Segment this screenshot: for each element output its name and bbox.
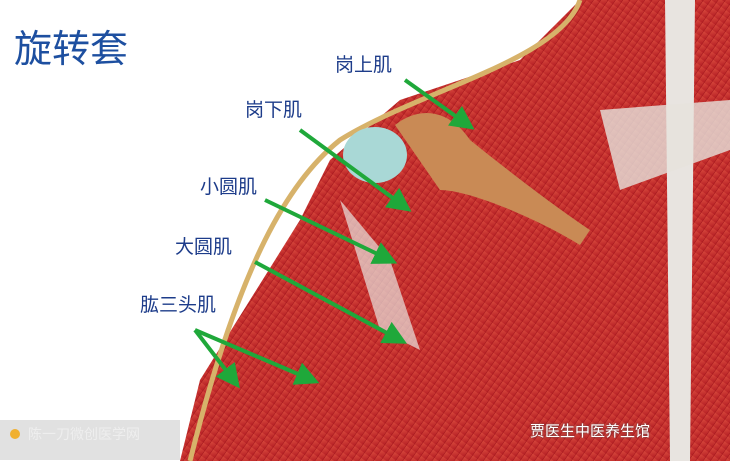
arrow-triceps-2 bbox=[194, 328, 320, 385]
scapula-spine bbox=[395, 113, 590, 245]
watermark-right: 贾医生中医养生馆 bbox=[530, 422, 651, 440]
tendon-white bbox=[600, 100, 730, 190]
label-teres-minor: 小圆肌 bbox=[200, 176, 258, 198]
arm-and-back bbox=[180, 0, 730, 461]
arrow-teres-minor bbox=[264, 198, 398, 264]
watermark-left: 陈一刀微创医学网 bbox=[0, 420, 180, 460]
tendon-white-2 bbox=[340, 200, 420, 350]
arrow-triceps-1 bbox=[193, 328, 240, 389]
arrows bbox=[193, 78, 475, 389]
page-title: 旋转套 bbox=[14, 27, 129, 71]
spine bbox=[665, 0, 695, 461]
label-teres-major: 大圆肌 bbox=[175, 236, 233, 258]
arrow-teres-major bbox=[254, 260, 408, 344]
arrow-infraspinatus bbox=[298, 128, 412, 212]
arrow-supraspinatus bbox=[403, 78, 475, 130]
arm-edge bbox=[187, 0, 583, 461]
watermark-left-text: 陈一刀微创医学网 bbox=[28, 427, 140, 443]
logo-dot-icon bbox=[10, 429, 20, 439]
humeral-head bbox=[343, 127, 407, 183]
label-infraspinatus: 岗下肌 bbox=[245, 99, 303, 121]
label-triceps: 肱三头肌 bbox=[140, 294, 217, 316]
label-supraspinatus: 岗上肌 bbox=[335, 54, 393, 76]
